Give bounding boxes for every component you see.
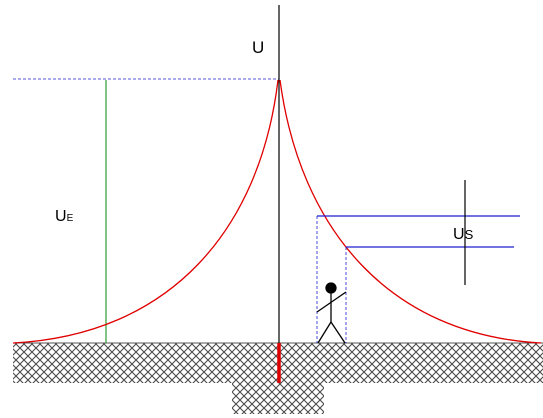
step-voltage-label: US bbox=[453, 226, 474, 243]
potential-curve-right bbox=[279, 79, 542, 344]
potential-curve-left bbox=[12, 79, 279, 344]
person-figure bbox=[316, 282, 347, 344]
earth-potential-label: UE bbox=[55, 208, 74, 225]
potential-axis-label: U bbox=[252, 38, 264, 57]
